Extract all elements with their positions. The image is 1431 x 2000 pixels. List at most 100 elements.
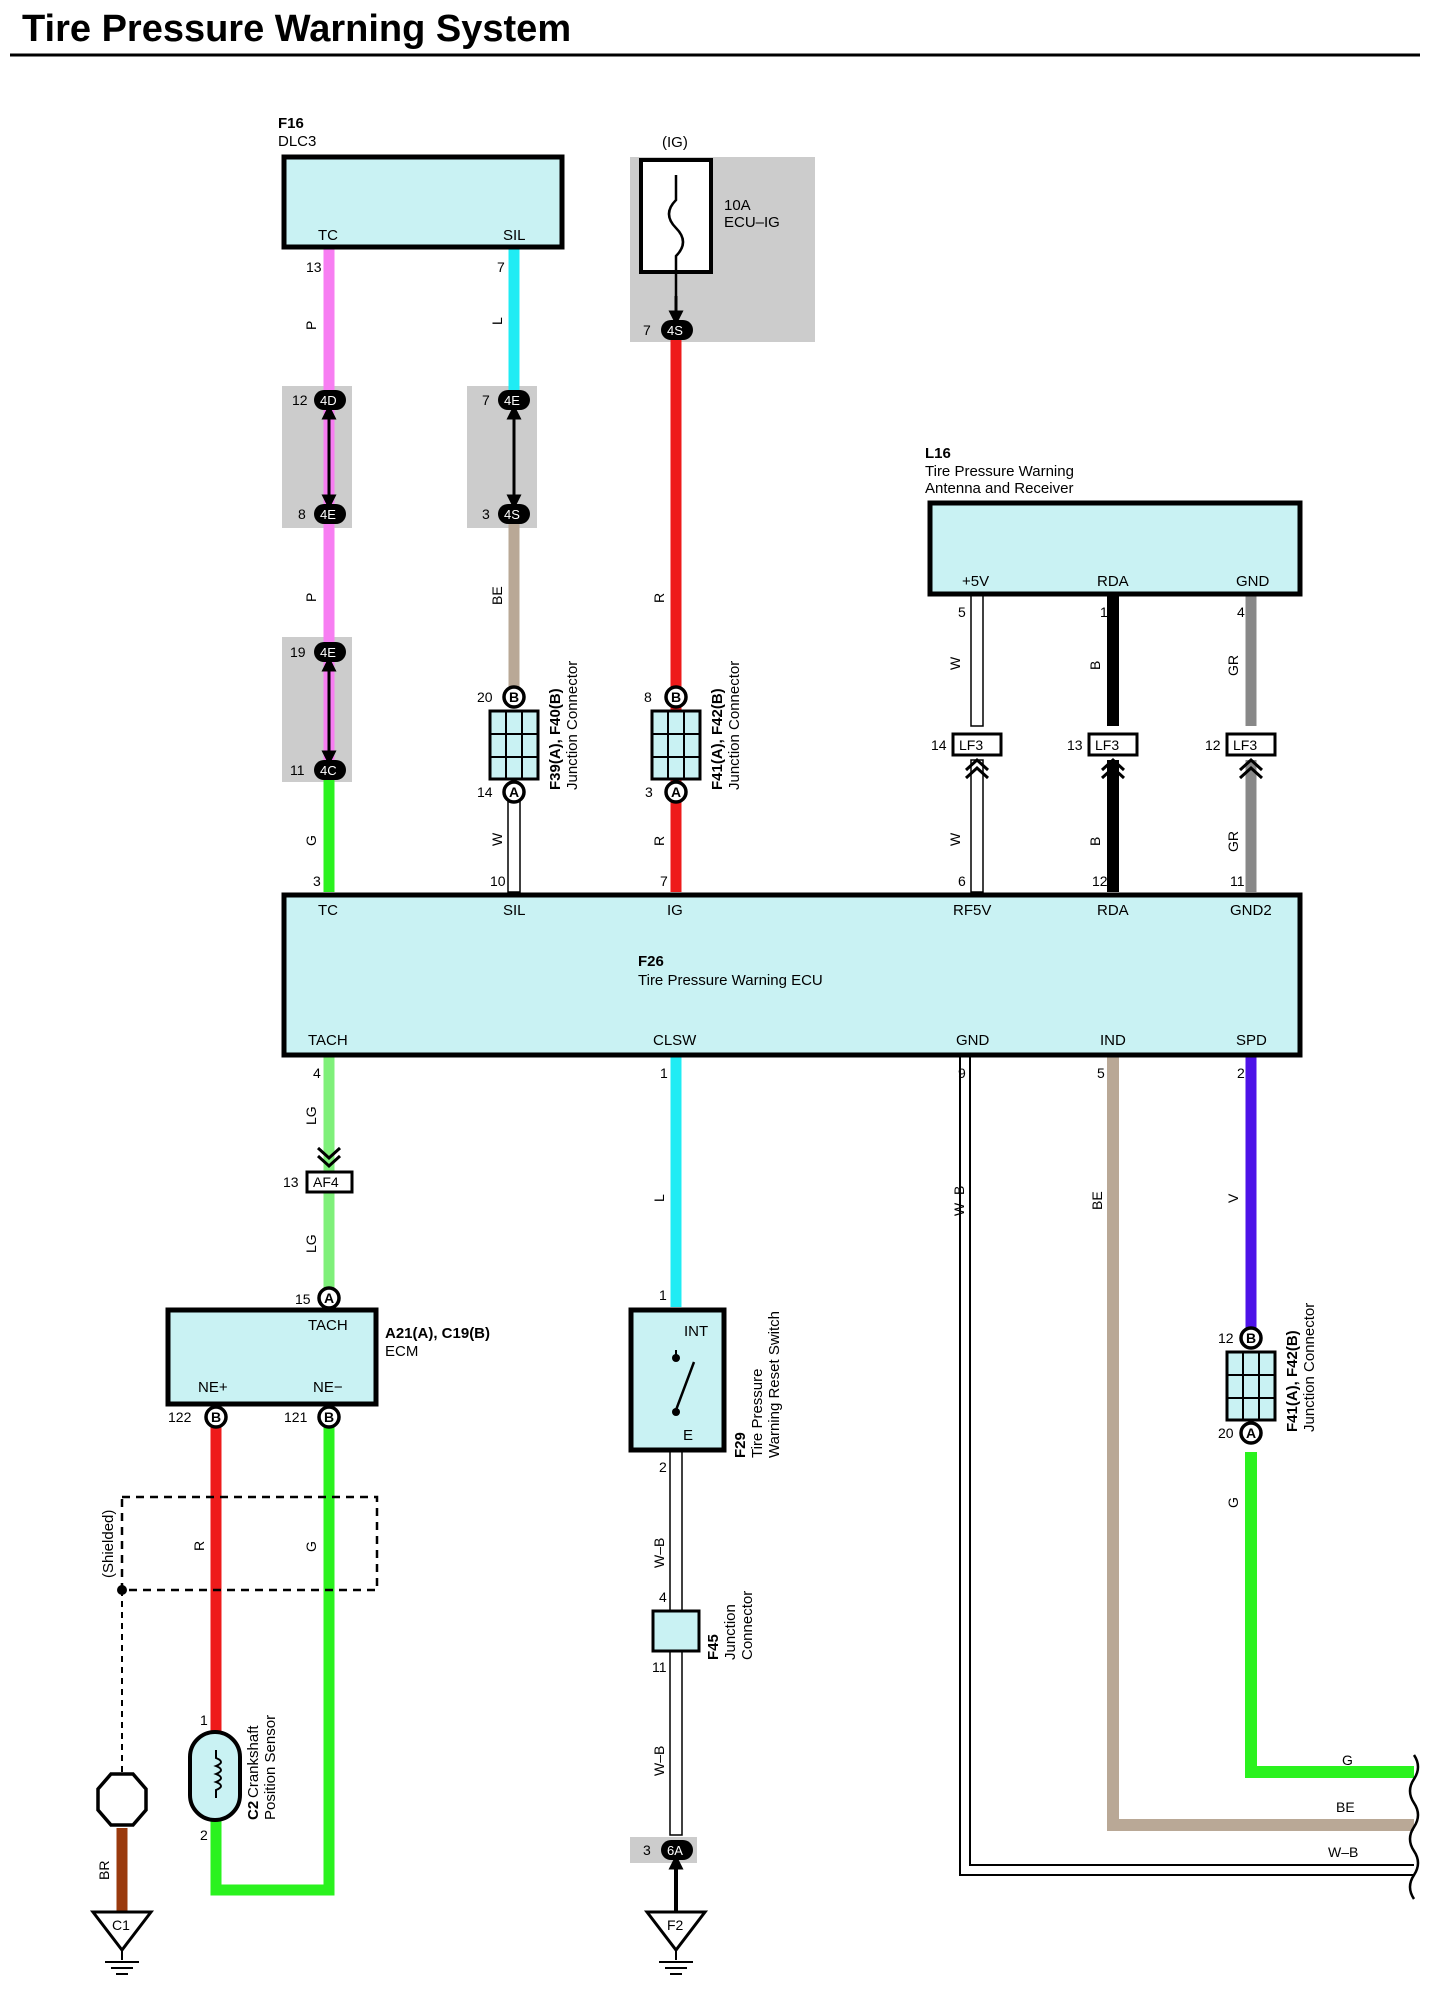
pin-spd20: 20 xyxy=(1218,1425,1234,1441)
pin-ecu11: 11 xyxy=(1230,873,1245,889)
pin-ecu12: 12 xyxy=(1092,873,1108,889)
wlabel-w3: W xyxy=(947,832,963,846)
wlabel-l1: L xyxy=(489,317,505,325)
receiver-box xyxy=(927,500,1303,597)
crank-sensor-coil xyxy=(213,1750,222,1798)
fuse-name: ECU–IG xyxy=(724,214,780,231)
receiver-code: L16 xyxy=(925,445,951,462)
fuse-element xyxy=(667,175,685,300)
pin-p12: 12 xyxy=(292,392,308,408)
jc-f45-code: F45 xyxy=(705,1634,722,1660)
pin-ecu2: 2 xyxy=(1237,1065,1245,1081)
pin-rx1: 1 xyxy=(1100,604,1108,620)
ecm-code: A21(A), C19(B) xyxy=(385,1325,490,1342)
pin-sw1: 1 xyxy=(659,1287,667,1303)
ecm-pin-nem: NE− xyxy=(313,1379,343,1396)
pin-p19: 19 xyxy=(290,644,306,660)
jc-f45-name-2: Connector xyxy=(739,1591,756,1660)
oval-4E-a: 4E xyxy=(314,504,346,524)
switch-contact-top xyxy=(672,1354,680,1362)
wlabel-be1: BE xyxy=(489,586,505,605)
pin-ecu4: 4 xyxy=(313,1065,321,1081)
oval-4C: 4C xyxy=(314,760,346,780)
pin-p20: 20 xyxy=(477,689,493,705)
receiver-pin-gnd: GND xyxy=(1236,573,1270,590)
receiver-name-2: Antenna and Receiver xyxy=(925,480,1073,497)
wlabel-wb1: W–B xyxy=(651,1538,667,1568)
ecm-name: ECM xyxy=(385,1343,418,1360)
jc-f41-a-code: F41(A), F42(B) xyxy=(709,688,726,790)
jc-f41-a-label: F41(A), F42(B) Junction Connector xyxy=(709,661,743,790)
switch-box xyxy=(628,1307,727,1453)
wlabel-v: V xyxy=(1225,1193,1241,1203)
pin-ecm121: 121 xyxy=(284,1409,308,1425)
pin-ecu1: 1 xyxy=(660,1065,668,1081)
shade-4E-4C xyxy=(282,637,352,782)
pin-lf12: 12 xyxy=(1205,737,1221,753)
jc-f39-name: Junction Connector xyxy=(564,661,581,790)
oval-4E-b: 4E xyxy=(314,642,346,662)
wlabel-g2: G xyxy=(1225,1497,1241,1508)
svg-text:4S: 4S xyxy=(667,323,683,338)
shade-4E-4S xyxy=(467,386,537,528)
svg-text:4C: 4C xyxy=(320,763,337,778)
diagram-title: Tire Pressure Warning System xyxy=(22,8,571,50)
svg-text:LF3: LF3 xyxy=(959,737,983,753)
jc-f39-code: F39(A), F40(B) xyxy=(547,688,564,790)
shielded-label: (Shielded) xyxy=(100,1510,117,1578)
oval-4S-b: 4S xyxy=(661,320,693,340)
pin-ecm15: 15 xyxy=(295,1291,311,1307)
ecu-pin-tach: TACH xyxy=(308,1032,348,1049)
wlabel-p1: P xyxy=(303,321,319,330)
ecm-pin-nep: NE+ xyxy=(198,1379,228,1396)
pin-p3r: 3 xyxy=(645,784,653,800)
wlabel-b2: B xyxy=(1087,837,1103,846)
wlabel-gr1: GR xyxy=(1225,655,1241,676)
svg-text:B: B xyxy=(324,1409,334,1425)
shade-4D-4E xyxy=(282,386,352,528)
pin-ecu6: 6 xyxy=(958,873,966,889)
lf3-5v: LF3 xyxy=(951,732,1003,780)
svg-text:A: A xyxy=(509,784,519,800)
oval-4E-c: 4E xyxy=(498,390,530,410)
wire-wb-gnd-outer xyxy=(959,1056,1414,1876)
wire-w-rf5v xyxy=(970,759,984,893)
lf3-rda: LF3 xyxy=(1087,732,1139,780)
wlabel-g3: G xyxy=(303,1541,319,1552)
ecu-pin-rda: RDA xyxy=(1097,902,1129,919)
pin-ecu5: 5 xyxy=(1097,1065,1105,1081)
jc-f41-b-label: F41(A), F42(B) Junction Connector xyxy=(1284,1303,1318,1432)
ecm-conn-b1: B xyxy=(204,1405,228,1429)
wlabel-r3: R xyxy=(191,1541,207,1551)
wire-w-sil xyxy=(507,789,521,893)
pin-ecu10: 10 xyxy=(490,873,506,889)
ground-f2-label: F2 xyxy=(667,1917,684,1933)
receiver-pin-rda: RDA xyxy=(1097,573,1129,590)
wire-wb-sw xyxy=(669,1447,683,1612)
pin-lf13: 13 xyxy=(1067,737,1083,753)
ground-c1-label: C1 xyxy=(112,1917,130,1933)
ecm-conn-a: A xyxy=(317,1286,341,1310)
jc-f41-b: B A xyxy=(1225,1326,1277,1445)
wlabel-wb3: W–B xyxy=(951,1186,967,1216)
switch-contact-bottom xyxy=(672,1408,680,1416)
jc-f39: B A xyxy=(488,685,540,804)
ecm-box xyxy=(165,1307,379,1407)
svg-text:4S: 4S xyxy=(504,507,520,522)
fuse-tag: (IG) xyxy=(662,134,688,151)
svg-text:A: A xyxy=(1246,1425,1256,1441)
wire-g-ne xyxy=(210,1425,335,1896)
svg-text:B: B xyxy=(211,1409,221,1425)
jc-f39-label: F39(A), F40(B) Junction Connector xyxy=(547,661,581,790)
svg-text:B: B xyxy=(1246,1330,1256,1346)
pin-spd12: 12 xyxy=(1218,1330,1234,1346)
jc-f45-name-1: Junction xyxy=(722,1604,739,1660)
lf3-gnd: LF3 xyxy=(1225,732,1277,780)
pin-ecm122: 122 xyxy=(168,1409,192,1425)
shield-box xyxy=(120,1495,379,1592)
dlc3-box xyxy=(281,154,565,250)
continuation-break xyxy=(1408,1754,1420,1900)
switch-pin-e: E xyxy=(683,1427,693,1444)
svg-text:B: B xyxy=(671,689,681,705)
